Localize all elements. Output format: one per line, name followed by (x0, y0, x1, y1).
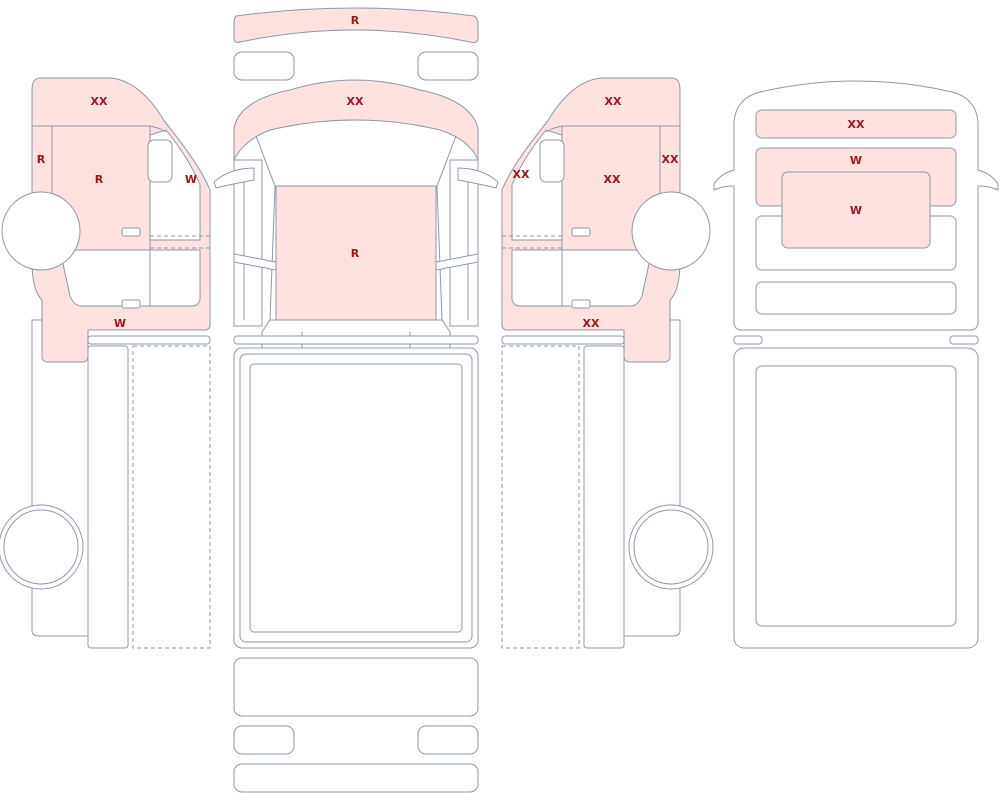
marker-left-front-window[interactable]: W (185, 173, 197, 186)
marker-right-front-door[interactable]: XX (604, 173, 621, 186)
right-door-lower-panel (511, 249, 653, 307)
left-sill-strip (87, 335, 211, 345)
right-front-wheel (631, 191, 711, 271)
right-rear-wheel (633, 509, 709, 585)
cargo-inner (249, 363, 463, 633)
right-rear-strip (583, 345, 625, 649)
right-door-handle-lower (571, 299, 591, 309)
top-a-pillar-right (436, 135, 469, 321)
marker-right-roof[interactable]: XX (605, 95, 622, 108)
rear-lower-inner (755, 365, 957, 627)
left-slide-door-outline (132, 345, 211, 649)
right-slide-door-outline (501, 345, 580, 649)
top-right-light (417, 51, 479, 81)
windshield-panel[interactable] (275, 185, 437, 321)
rear-door-panel-2 (755, 281, 957, 315)
rear-view (713, 80, 999, 649)
marker-left-pillar[interactable]: R (37, 153, 46, 166)
rear-step (233, 763, 479, 793)
marker-rear-glass[interactable]: W (850, 204, 862, 217)
rear-right-light (417, 725, 479, 755)
rear-top-panel[interactable] (755, 109, 957, 139)
top-view (213, 7, 499, 793)
rear-bumper-top (233, 657, 479, 717)
left-side-view (0, 77, 211, 649)
marker-hood[interactable]: XX (347, 95, 364, 108)
left-door-lower-panel (59, 249, 201, 307)
rear-left-bumper-tab (733, 335, 763, 345)
marker-roof-visor[interactable]: R (351, 14, 360, 27)
right-mirror[interactable] (539, 139, 565, 183)
hood-panel[interactable] (233, 79, 479, 161)
rear-left-light (233, 725, 295, 755)
left-rear-strip (87, 345, 129, 649)
marker-left-sill[interactable]: W (114, 317, 126, 330)
top-a-pillar-left (243, 135, 276, 321)
left-front-wheel (1, 191, 81, 271)
top-right-mirror[interactable] (457, 167, 499, 189)
marker-right-front-window[interactable]: XX (513, 168, 530, 181)
marker-left-front-door[interactable]: R (95, 173, 104, 186)
roof-visor-panel[interactable] (233, 7, 479, 43)
left-door-open-guide (150, 235, 210, 249)
right-side-view (501, 77, 714, 649)
right-door-open-guide (502, 235, 562, 249)
left-mirror[interactable] (147, 139, 173, 183)
marker-rear-window[interactable]: W (850, 154, 862, 167)
top-left-mirror[interactable] (213, 167, 255, 189)
marker-rear-top[interactable]: XX (848, 118, 865, 131)
left-door-handle-upper (121, 227, 141, 237)
top-body-right (449, 159, 479, 327)
left-door-handle-lower (121, 299, 141, 309)
right-sill-strip (501, 335, 625, 345)
right-door-handle-upper (571, 227, 591, 237)
marker-windshield[interactable]: R (351, 247, 360, 260)
rear-glass-panel[interactable] (781, 171, 931, 249)
top-left-light (233, 51, 295, 81)
marker-right-sill[interactable]: XX (583, 317, 600, 330)
left-rear-wheel (3, 509, 79, 585)
marker-right-pillar[interactable]: XX (662, 153, 679, 166)
top-body-left (233, 159, 263, 327)
rear-right-bumper-tab (949, 335, 979, 345)
top-cowl-strip (233, 335, 479, 345)
marker-left-roof[interactable]: XX (91, 95, 108, 108)
damage-markers: R XX R XX R R W W XX XX XX XX XX XX W W (37, 14, 865, 330)
